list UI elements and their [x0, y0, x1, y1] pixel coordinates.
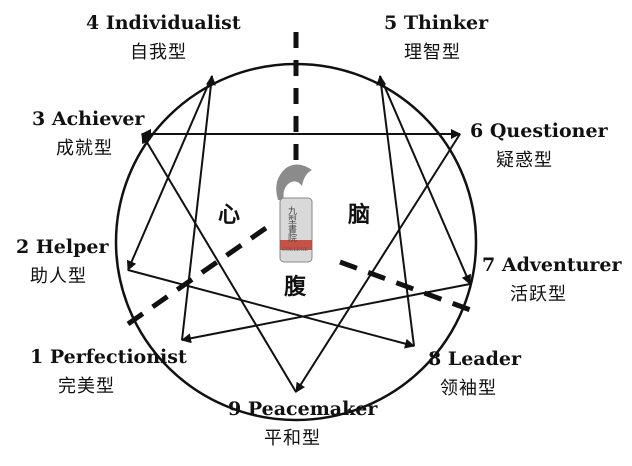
arrow-6-to-9 — [295, 133, 461, 393]
head-center-label: 脑 — [348, 202, 371, 228]
heart-center-label: 心 — [218, 202, 241, 228]
college-logo — [268, 160, 324, 272]
point-6-zh: 疑惑型 — [496, 150, 553, 171]
arrow-7-to-1 — [181, 283, 471, 344]
point-9-title: 9 Peacemaker — [228, 398, 378, 420]
arrow-4-to-2 — [126, 75, 213, 271]
arrow-8-to-5 — [376, 75, 415, 347]
point-7-title: 7 Adventurer — [482, 254, 622, 276]
arrow-2-to-8 — [127, 269, 415, 349]
point-8-title: 8 Leader — [428, 348, 522, 370]
point-1-zh: 完美型 — [58, 376, 115, 397]
point-5-title: 5 Thinker — [384, 12, 489, 34]
gut-center-label: 腹 — [284, 274, 307, 300]
logo-subtext: COLLEGE — [282, 247, 308, 253]
arrow-1-to-4 — [181, 75, 216, 341]
point-8-zh: 领袖型 — [440, 378, 497, 399]
arrow-9-to-3 — [141, 133, 297, 393]
point-7-zh: 活跃型 — [510, 284, 567, 305]
point-4-zh: 自我型 — [130, 42, 187, 63]
point-3-title: 3 Achiever — [32, 108, 145, 130]
point-3-zh: 成就型 — [56, 138, 113, 159]
point-2-title: 2 Helper — [16, 236, 109, 258]
logo-text: 九型書院 — [286, 206, 296, 242]
divider-right-dashed — [339, 259, 477, 315]
arrow-5-to-7 — [379, 75, 472, 285]
point-6-title: 6 Questioner — [470, 120, 608, 142]
point-4-title: 4 Individualist — [86, 12, 241, 34]
point-9-zh: 平和型 — [264, 428, 321, 449]
point-5-zh: 理智型 — [404, 42, 461, 63]
point-1-title: 1 Perfectionist — [30, 346, 187, 368]
enneagram-arrows — [126, 75, 472, 393]
point-2-zh: 助人型 — [30, 266, 87, 287]
